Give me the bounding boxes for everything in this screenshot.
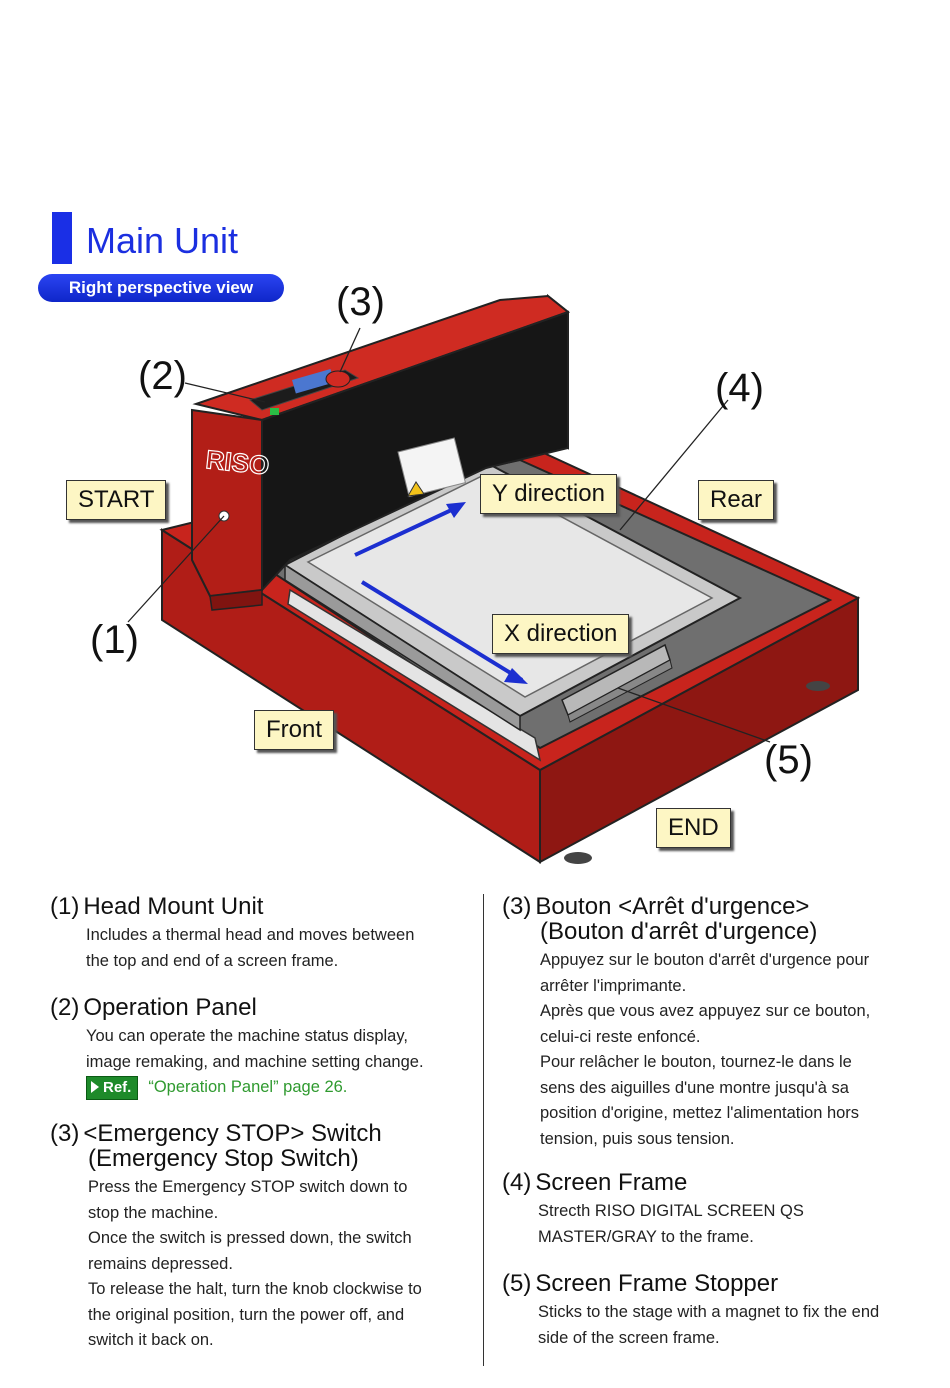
- screen-frame-side: [284, 563, 521, 732]
- column-divider: [483, 894, 484, 1366]
- item-title: (4)Screen Frame: [502, 1169, 688, 1196]
- brand-logo: RISO: [204, 444, 270, 480]
- item-body: Strecth RISO DIGITAL SCREEN QS MASTER/GR…: [538, 1202, 804, 1246]
- y-direction-arrow: [354, 504, 461, 557]
- reference-link[interactable]: Ref. “Operation Panel” page 26.: [86, 1075, 470, 1101]
- label-x-direction: X direction: [492, 614, 630, 654]
- head-mount-side: [209, 589, 263, 611]
- head-mount-front: [191, 408, 263, 598]
- foot-right: [806, 681, 830, 691]
- item-operation-panel: (2)Operation Panel You can operate the m…: [50, 995, 470, 1101]
- item-title: (2)Operation Panel: [50, 994, 257, 1021]
- machine-illustration: RISO: [127, 293, 861, 864]
- label-y-direction: Y direction: [480, 474, 617, 514]
- title-accent-bar: [52, 212, 72, 264]
- item-title: (3)Bouton <Arrêt d'urgence>(Bouton d'arr…: [502, 893, 818, 945]
- callout-5: (5): [764, 738, 813, 782]
- item-emergency-stop-switch: (3)<Emergency STOP> Switch(Emergency Sto…: [50, 1121, 480, 1354]
- play-icon: [91, 1080, 99, 1093]
- warning-triangle: [407, 481, 425, 497]
- item-body: Sticks to the stage with a magnet to fix…: [538, 1303, 880, 1347]
- label-front: Front: [254, 710, 335, 750]
- callout-4: (4): [715, 366, 764, 410]
- ref-text: “Operation Panel” page 26.: [148, 1078, 348, 1096]
- leader-line-5: [617, 687, 771, 743]
- emergency-stop-knob: [325, 370, 351, 388]
- item-body: Press the Emergency STOP switch down to …: [88, 1178, 422, 1349]
- item-bouton-arret-urgence: (3)Bouton <Arrêt d'urgence>(Bouton d'arr…: [502, 894, 942, 1152]
- warning-sticker: [397, 437, 467, 498]
- callout-2: (2): [138, 354, 187, 398]
- leader-line-2: [184, 382, 266, 403]
- item-head-mount-unit: (1)Head Mount Unit Includes a thermal he…: [50, 894, 470, 974]
- leader-line-3: [339, 327, 361, 373]
- item-title: (5)Screen Frame Stopper: [502, 1270, 779, 1297]
- label-end: END: [656, 808, 731, 848]
- item-body: You can operate the machine status displ…: [86, 1024, 470, 1101]
- x-direction-arrowhead: [504, 668, 528, 684]
- y-direction-arrowhead: [446, 502, 466, 518]
- view-label-badge: Right perspective view: [38, 274, 284, 302]
- label-start: START: [66, 480, 167, 520]
- page-title: Main Unit: [86, 220, 239, 261]
- item-body: Includes a thermal head and moves betwee…: [86, 926, 415, 970]
- item-body: Appuyez sur le bouton d'arrêt d'urgence …: [540, 951, 871, 1148]
- ref-badge: Ref.: [86, 1075, 139, 1100]
- leader-line-1: [127, 515, 225, 623]
- stopper-bar-lower: [567, 659, 673, 723]
- panel-key-green: [270, 408, 279, 415]
- callout-1: (1): [90, 618, 139, 662]
- foot-front: [564, 852, 592, 864]
- callout-3: (3): [336, 280, 385, 324]
- item-title: (3)<Emergency STOP> Switch(Emergency Sto…: [50, 1120, 382, 1172]
- label-rear: Rear: [698, 480, 775, 520]
- front-strip: [287, 588, 542, 762]
- item-screen-frame-stopper: (5)Screen Frame Stopper Sticks to the st…: [502, 1271, 942, 1351]
- item-title: (1)Head Mount Unit: [50, 893, 264, 920]
- x-direction-arrow: [360, 580, 524, 682]
- leader-line-4: [619, 399, 729, 531]
- item-screen-frame: (4)Screen Frame Strecth RISO DIGITAL SCR…: [502, 1170, 942, 1250]
- panel-display: [292, 368, 335, 394]
